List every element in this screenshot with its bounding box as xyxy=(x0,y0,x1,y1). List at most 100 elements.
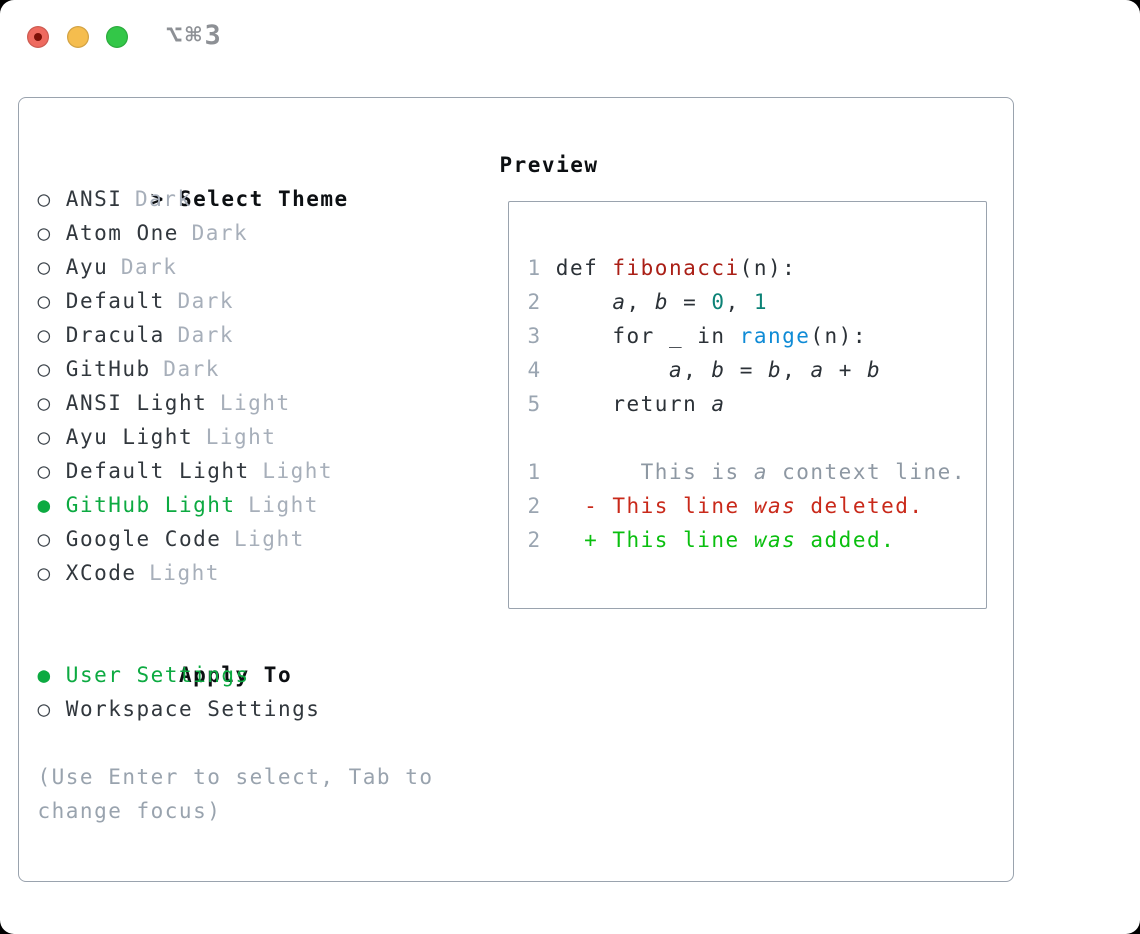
line-number: 2 xyxy=(527,493,542,518)
line-number: 2 xyxy=(527,289,542,314)
theme-option-label: Default xyxy=(65,288,165,313)
line-number: 1 xyxy=(527,255,542,280)
preview-code-line: 2 a, b = 0, 1 xyxy=(528,285,966,319)
theme-variant-tag: Light xyxy=(205,424,277,449)
code-token: range xyxy=(739,323,811,348)
line-number: 2 xyxy=(527,527,542,552)
theme-option-label: Ayu Light xyxy=(65,424,194,449)
code-token xyxy=(556,358,669,382)
minimize-button[interactable] xyxy=(66,26,89,48)
select-theme-header: > Select Theme xyxy=(38,148,434,211)
radio-icon: ○ xyxy=(37,696,52,721)
apply-to-header: Apply To xyxy=(38,624,434,687)
code-token: , xyxy=(725,289,754,314)
prompt-caret-icon: > xyxy=(150,186,165,211)
theme-option-label: GitHub xyxy=(65,356,151,381)
theme-option-label: Dracula xyxy=(65,322,165,347)
radio-selected-icon: ● xyxy=(37,662,52,687)
diff-added-line: 2 + This line was added. xyxy=(528,523,966,557)
code-token: was xyxy=(753,493,797,518)
code-token: 0 xyxy=(711,289,726,314)
code-token: was xyxy=(753,527,797,552)
code-token: deleted. xyxy=(796,493,924,518)
code-token: This is xyxy=(555,459,754,484)
theme-variant-tag: Dark xyxy=(135,186,192,211)
code-token: b xyxy=(711,357,726,382)
close-button[interactable] xyxy=(27,26,49,48)
code-token: return xyxy=(555,391,712,416)
radio-selected-icon: ● xyxy=(37,492,52,517)
code-token: + This line xyxy=(555,527,754,552)
theme-option-label: ANSI xyxy=(65,186,123,211)
theme-option-label: Atom One xyxy=(65,220,179,245)
spacer-line xyxy=(38,590,434,624)
theme-variant-tag: Light xyxy=(219,390,291,415)
code-token: added. xyxy=(796,527,896,552)
theme-option-label: Default Light xyxy=(65,458,250,483)
radio-icon: ○ xyxy=(37,458,52,483)
keyboard-hint-line-2: change focus) xyxy=(37,798,222,823)
code-token: def xyxy=(555,255,613,280)
code-token: a xyxy=(668,357,684,382)
apply-option-user-settings[interactable]: ● User Settings xyxy=(38,658,434,692)
theme-option-atom-one[interactable]: ○ Atom One Dark xyxy=(38,216,434,250)
line-number: 5 xyxy=(527,391,542,416)
theme-variant-tag: Dark xyxy=(177,322,235,347)
code-token: b xyxy=(768,357,783,382)
radio-icon: ○ xyxy=(37,356,52,381)
theme-option-label: Google Code xyxy=(65,526,222,551)
theme-option-label: ANSI Light xyxy=(65,390,208,415)
theme-option-label: Ayu xyxy=(65,254,109,279)
code-token: b xyxy=(654,289,669,314)
code-token: b xyxy=(867,357,882,382)
blank-line xyxy=(528,421,966,455)
apply-option-label: Workspace Settings xyxy=(65,696,321,721)
code-token: = xyxy=(725,357,768,382)
theme-option-ansi-light[interactable]: ○ ANSI Light Light xyxy=(38,386,434,420)
theme-variant-tag: Light xyxy=(262,458,334,483)
code-token: context line. xyxy=(767,459,966,484)
theme-option-label: XCode xyxy=(65,560,137,585)
radio-icon: ○ xyxy=(37,390,52,415)
code-token: = xyxy=(668,289,712,314)
theme-variant-tag: Light xyxy=(149,560,220,585)
line-number: 3 xyxy=(527,323,542,348)
select-theme-title: Select Theme xyxy=(178,186,349,211)
theme-variant-tag: Light xyxy=(248,492,319,517)
apply-option-workspace-settings[interactable]: ○ Workspace Settings xyxy=(38,692,434,726)
keyboard-hint-line-1: (Use Enter to select, Tab to xyxy=(37,764,434,789)
code-token: a xyxy=(711,391,726,416)
theme-variant-tag: Dark xyxy=(191,220,249,245)
apply-option-label: User Settings xyxy=(65,662,250,687)
diff-context-line: 1 This is a context line. xyxy=(528,455,966,489)
radio-icon: ○ xyxy=(37,288,52,313)
code-token: , xyxy=(626,289,655,314)
document-edited-dot-icon xyxy=(34,33,42,41)
code-token: for _ in xyxy=(555,323,740,348)
code-token: a xyxy=(810,357,825,382)
preview-code-line: 4 a, b = b, a + b xyxy=(528,353,966,387)
maximize-button[interactable] xyxy=(106,26,128,48)
diff-deleted-line: 2 - This line was deleted. xyxy=(528,489,966,523)
radio-icon: ○ xyxy=(37,220,52,245)
theme-variant-tag: Light xyxy=(234,526,305,551)
theme-option-default-light[interactable]: ○ Default Light Light xyxy=(38,454,434,488)
line-number: 1 xyxy=(527,459,542,484)
code-token: , xyxy=(782,357,811,382)
